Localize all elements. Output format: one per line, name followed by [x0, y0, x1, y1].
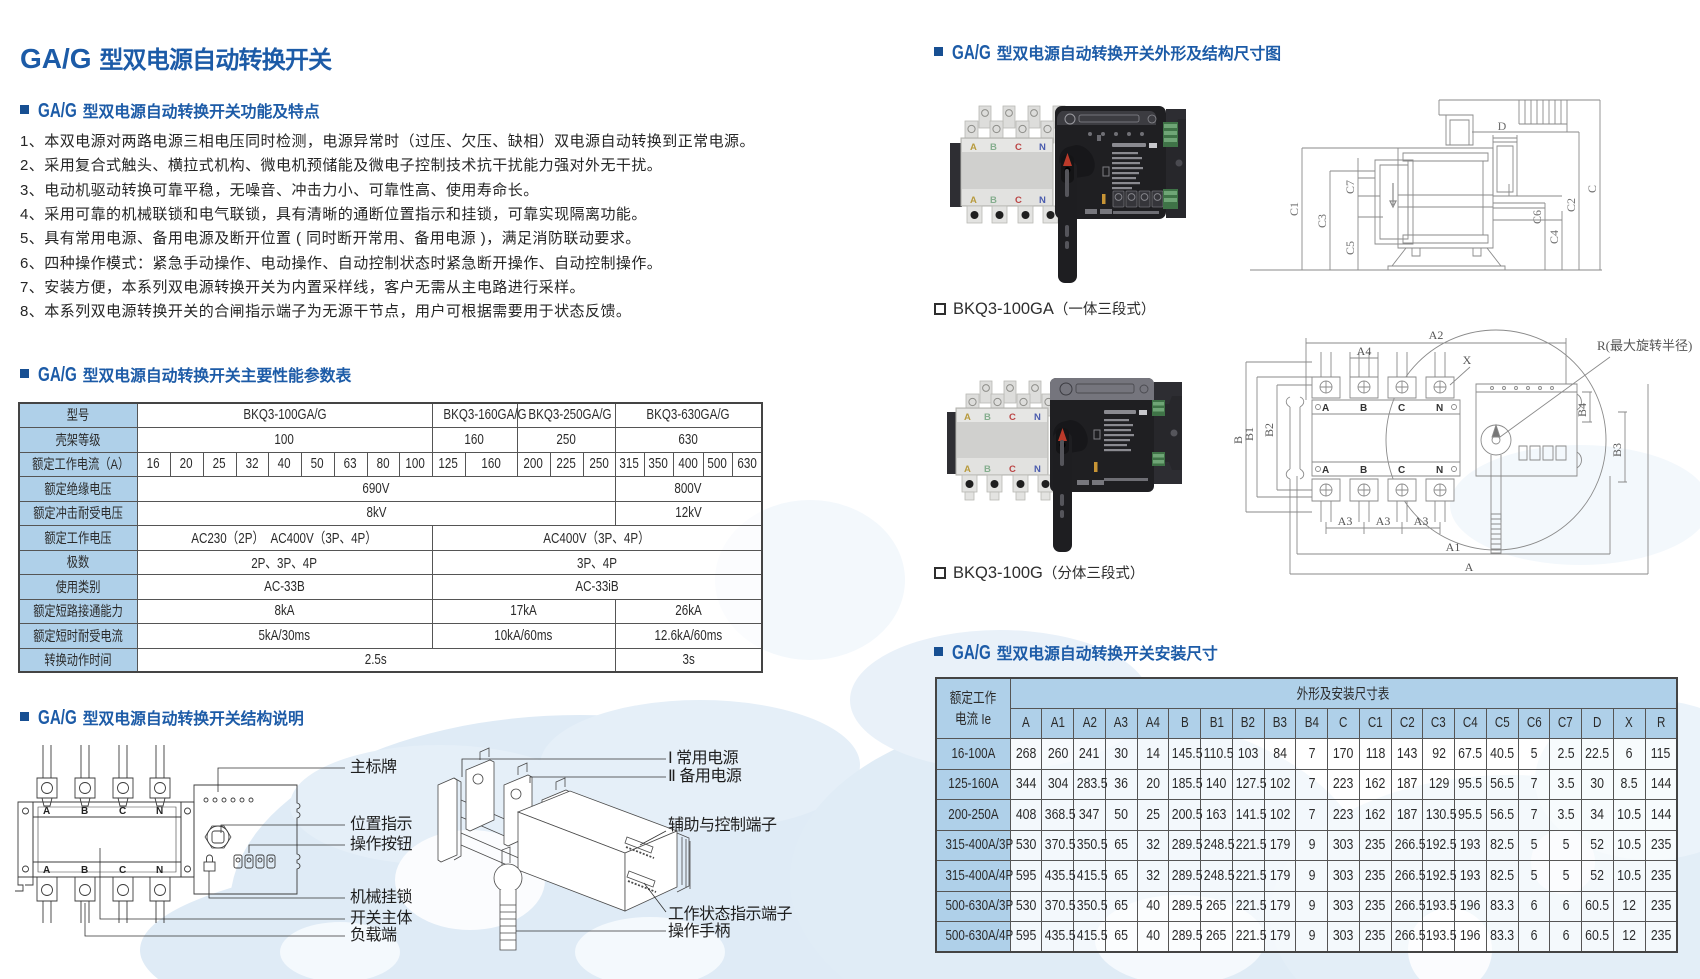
svg-text:A1: A1 — [1446, 540, 1461, 554]
svg-text:C5: C5 — [1343, 241, 1357, 255]
svg-text:X: X — [1463, 353, 1472, 367]
svg-text:C3: C3 — [1315, 214, 1329, 228]
svg-text:A: A — [964, 412, 971, 423]
svg-text:N: N — [1034, 412, 1041, 423]
svg-text:A4: A4 — [1357, 344, 1372, 358]
svg-text:B1: B1 — [1242, 427, 1256, 441]
svg-text:R(最大旋转半径): R(最大旋转半径) — [1597, 338, 1692, 353]
svg-text:C: C — [1398, 465, 1405, 476]
svg-text:A: A — [970, 142, 977, 153]
svg-text:N: N — [1436, 465, 1443, 476]
svg-text:A: A — [970, 195, 977, 206]
svg-text:N: N — [156, 865, 163, 876]
svg-text:N: N — [156, 806, 163, 817]
svg-text:A3: A3 — [1338, 514, 1353, 528]
svg-text:B: B — [1360, 465, 1367, 476]
svg-text:C: C — [1015, 142, 1022, 153]
svg-text:C2: C2 — [1564, 198, 1578, 212]
svg-text:B: B — [81, 865, 88, 876]
svg-text:A: A — [964, 464, 971, 475]
svg-text:A2: A2 — [1429, 328, 1444, 342]
svg-text:B: B — [984, 464, 991, 475]
svg-text:B: B — [1231, 436, 1245, 444]
svg-text:C: C — [1009, 464, 1016, 475]
svg-text:N: N — [1039, 142, 1046, 153]
svg-text:B: B — [984, 412, 991, 423]
svg-text:B4: B4 — [1575, 403, 1589, 417]
svg-text:A: A — [43, 806, 50, 817]
svg-text:B: B — [81, 806, 88, 817]
svg-text:C1: C1 — [1287, 202, 1301, 216]
svg-text:C: C — [1009, 412, 1016, 423]
svg-text:B3: B3 — [1610, 443, 1624, 457]
svg-text:N: N — [1034, 464, 1041, 475]
svg-text:N: N — [1039, 195, 1046, 206]
svg-text:C: C — [119, 865, 126, 876]
svg-text:B: B — [990, 195, 997, 206]
svg-text:A: A — [1465, 560, 1474, 574]
svg-text:B2: B2 — [1262, 423, 1276, 437]
svg-text:A: A — [1322, 465, 1329, 476]
svg-text:N: N — [1436, 403, 1443, 414]
svg-text:C: C — [119, 806, 126, 817]
svg-text:A3: A3 — [1414, 514, 1429, 528]
svg-text:C4: C4 — [1547, 230, 1561, 244]
svg-text:B: B — [1360, 403, 1367, 414]
svg-text:C: C — [1398, 403, 1405, 414]
svg-text:C6: C6 — [1530, 210, 1544, 224]
svg-text:C: C — [1585, 185, 1599, 193]
svg-text:C7: C7 — [1343, 180, 1357, 194]
svg-text:D: D — [1498, 119, 1507, 133]
svg-text:A: A — [1322, 403, 1329, 414]
svg-text:C: C — [1015, 195, 1022, 206]
svg-text:A: A — [43, 865, 50, 876]
svg-text:A3: A3 — [1376, 514, 1391, 528]
svg-text:B: B — [990, 142, 997, 153]
